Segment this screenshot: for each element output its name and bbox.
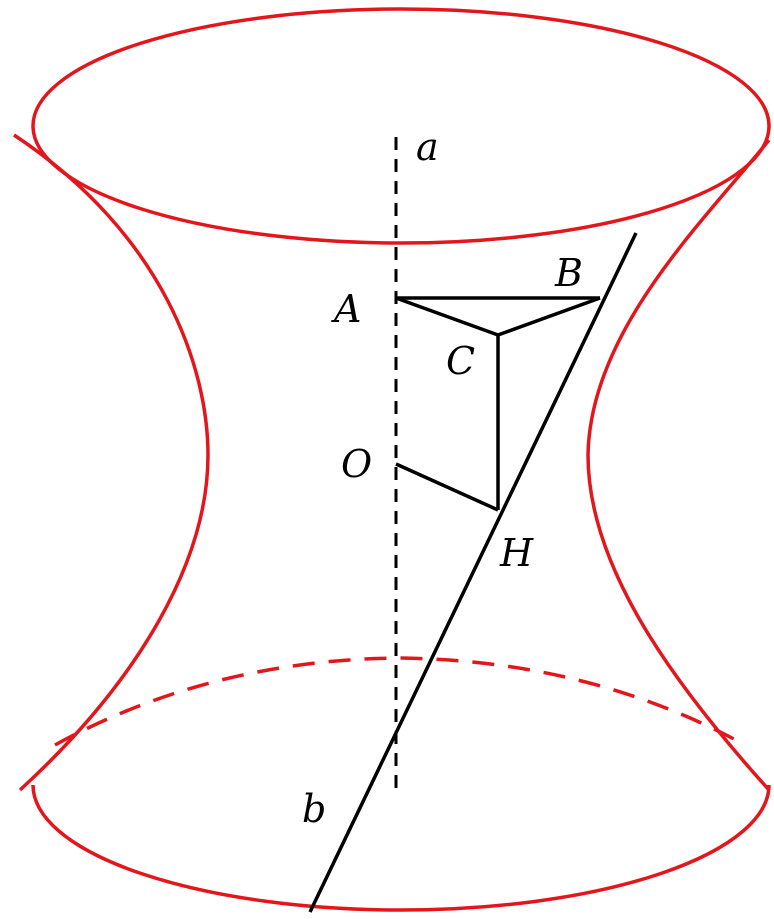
label-b: b <box>302 787 326 831</box>
bottom-ellipse-front <box>31 784 771 912</box>
left-profile-curve <box>13 133 210 792</box>
segment-AC <box>395 296 499 337</box>
bottom-ellipse-back <box>54 656 746 747</box>
segment-BC <box>497 296 601 337</box>
top-ellipse <box>31 7 771 245</box>
label-a: a <box>416 125 439 169</box>
label-H: H <box>499 531 534 575</box>
label-C: C <box>446 339 475 383</box>
label-O: O <box>341 442 372 486</box>
construction-segments <box>395 296 601 512</box>
segment-OH <box>395 462 499 512</box>
line-b <box>308 232 638 913</box>
label-A: A <box>331 287 361 331</box>
hyperboloid-surface <box>13 7 771 912</box>
label-B: B <box>554 251 583 295</box>
right-profile-curve <box>586 138 771 792</box>
